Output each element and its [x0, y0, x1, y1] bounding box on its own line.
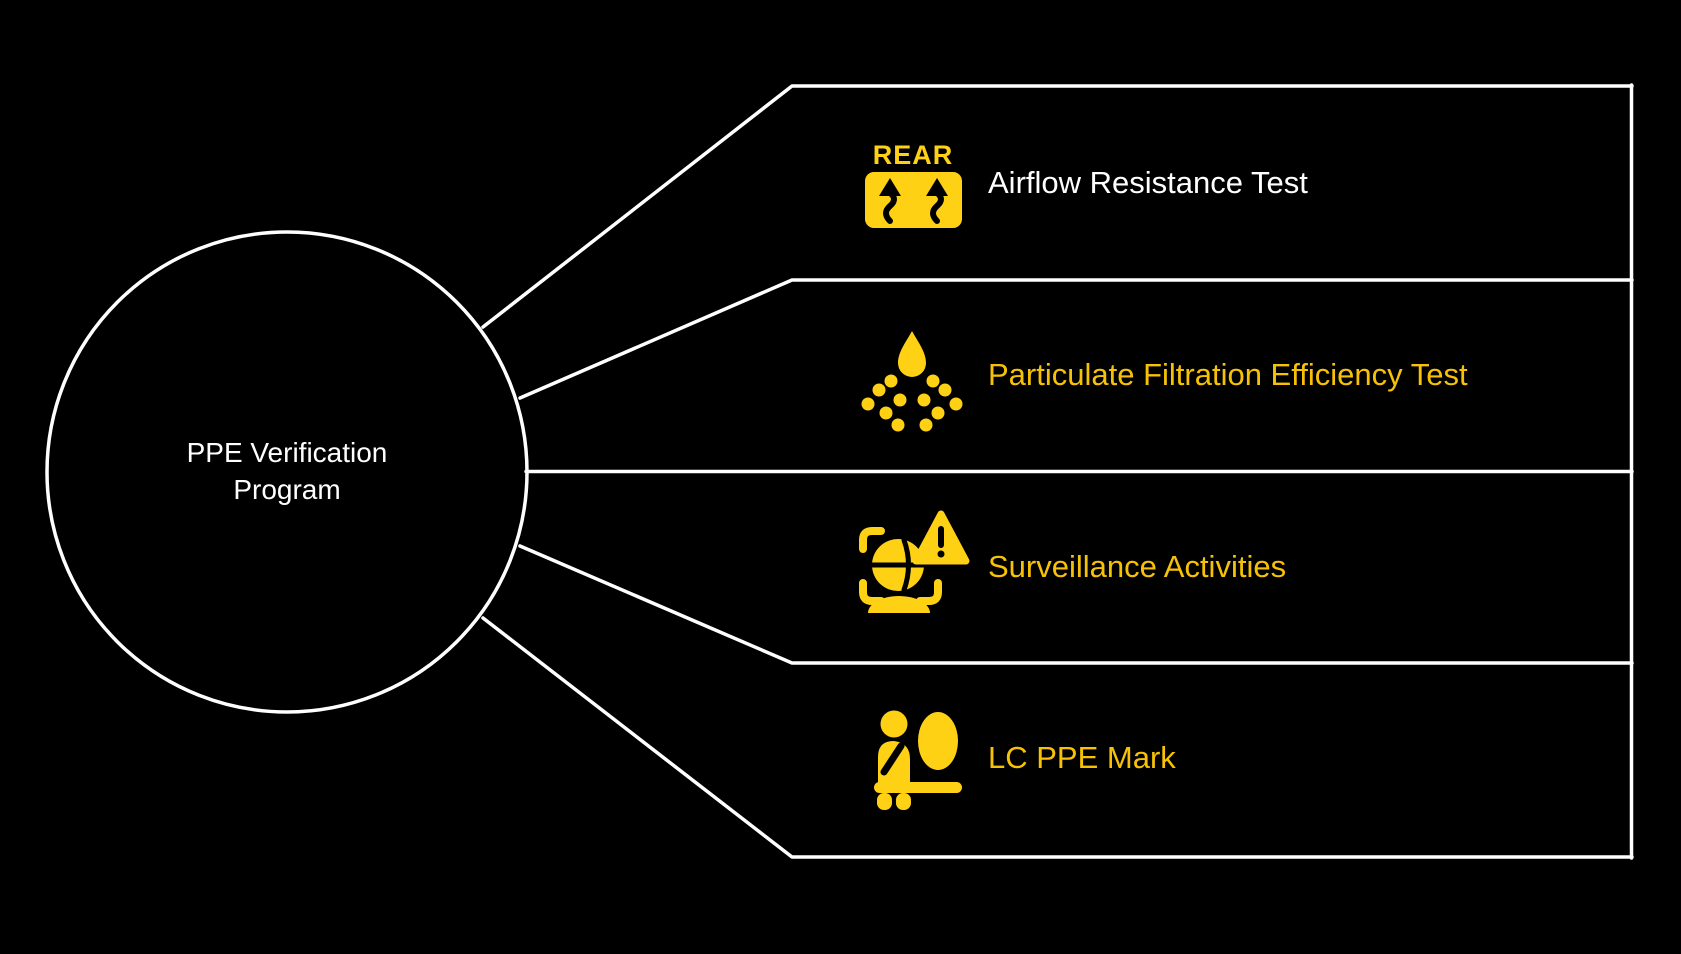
center-label-line1: PPE Verification	[186, 437, 388, 468]
connector-row1-top	[481, 84, 1634, 329]
item-label-particulate-filtration-efficiency-test: Particulate Filtration Efficiency Test	[988, 357, 1468, 392]
item-label-lc-ppe-mark: LC PPE Mark	[988, 740, 1176, 775]
item-label-surveillance-activities: Surveillance Activities	[988, 549, 1287, 584]
face-scan-alert-icon	[859, 510, 970, 613]
aerosol-spray-icon	[861, 331, 963, 432]
rear-icon-text: REAR	[873, 140, 954, 170]
connector-row4-bottom	[481, 616, 1634, 859]
center-label-line2: Program	[233, 474, 341, 505]
seated-person-ppe-icon	[874, 710, 962, 810]
connector-row1-bottom	[518, 278, 1634, 400]
item-label-airflow-resistance-test: Airflow Resistance Test	[988, 165, 1308, 200]
rear-vent-arrows-icon: REAR	[865, 140, 962, 228]
center-node-label: PPE Verification Program	[137, 434, 437, 508]
connector-row4-top	[518, 544, 1634, 665]
